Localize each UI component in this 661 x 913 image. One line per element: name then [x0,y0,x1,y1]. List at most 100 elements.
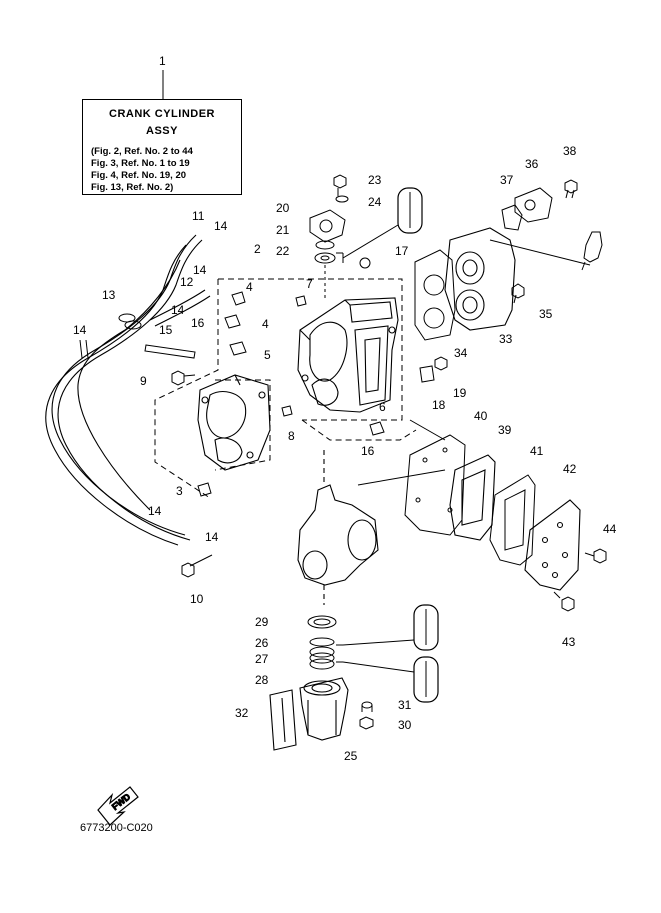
part-number: 22 [276,244,290,258]
part-number: 34 [454,346,468,360]
cylinder-assembly-boundary [154,278,417,499]
part-number: 16 [191,316,205,330]
part-number: 10 [190,592,204,606]
washer-21 [315,240,335,250]
bracket-18 [419,365,435,383]
fitting-3 [197,482,212,497]
fitting-6 [369,421,385,436]
part-number: 19 [453,386,467,400]
bolt-38 [564,179,578,199]
part-number: 42 [563,462,577,476]
part-number: 37 [500,173,514,187]
part-number: 40 [474,409,488,423]
fwd-arrow-icon: FWD [97,786,139,826]
bolt-9 [171,370,196,386]
cover-32 [269,689,297,751]
figure-reference: Fig. 4, Ref. No. 19, 20 [91,170,187,181]
anode-cover-20 [309,209,346,243]
tube-14-left [79,339,89,359]
sealant-callout-top [336,187,423,263]
pin-7 [295,295,307,307]
part-number: 13 [102,288,116,302]
part-number: 18 [432,398,446,412]
assembly-subtitle: ASSY [146,125,178,137]
part-number: 16 [361,444,375,458]
thermostat-37 [501,204,523,231]
part-number: 1 [159,54,166,68]
leader-line [357,469,446,486]
nut-30 [359,716,374,730]
figure-reference: Fig. 3, Ref. No. 1 to 19 [91,158,190,169]
spark-plug-45 [581,231,603,271]
part-number: 31 [398,698,412,712]
part-number: 14 [73,323,87,337]
grommet-22 [314,252,336,264]
part-number: 32 [235,706,249,720]
bolt-23 [333,174,347,196]
part-number: 39 [498,423,512,437]
part-number: 41 [530,444,544,458]
part-number: 23 [368,173,382,187]
part-number: 2 [254,242,261,256]
exhaust-gasket-40 [404,434,466,536]
figure-reference: Fig. 13, Ref. No. 2) [91,182,174,193]
part-number: 26 [255,636,269,650]
part-number: 29 [255,615,269,629]
sealant-callout-bottom [336,656,439,703]
part-number: 8 [288,429,295,443]
part-number: 36 [525,157,539,171]
thermostat-cover-36 [514,187,553,223]
part-number: 14 [205,530,219,544]
bolt-44 [584,548,607,564]
part-number: 30 [398,718,412,732]
bolt-43 [553,591,575,612]
hose-bundle [45,234,211,546]
plug-17 [359,257,371,269]
fitting-4-lower [224,314,241,329]
clamp-13 [118,313,142,330]
part-number: 24 [368,195,382,209]
part-number: 9 [140,374,147,388]
part-number: 27 [255,652,269,666]
washer-24 [335,195,349,203]
part-number: 7 [306,277,313,291]
part-number: 14 [214,219,228,233]
part-number: 14 [148,504,162,518]
part-number: 35 [539,307,553,321]
part-number: 12 [180,275,194,289]
part-number: 25 [344,749,358,763]
part-number: 28 [255,673,269,687]
part-number: 11 [192,209,205,223]
part-number: 21 [276,223,290,237]
part-number: 43 [562,635,576,649]
part-number: 5 [264,348,271,362]
part-number: 38 [563,144,577,158]
bolt-10 [181,554,213,578]
figure-reference: (Fig. 2, Ref. No. 2 to 44 [91,146,193,157]
assembly-title-box: CRANK CYLINDER ASSY (Fig. 2, Ref. No. 2 … [82,99,242,195]
part-number: 14 [193,263,207,277]
leader-line [489,239,591,266]
exhaust-cover-39 [449,454,496,541]
part-number: 33 [499,332,513,346]
bolt-19 [434,356,448,371]
part-number: 17 [395,244,409,258]
head-gasket-34 [414,249,456,341]
cylinder-block [297,297,399,413]
part-number: 15 [159,323,173,337]
leader-line [409,419,446,441]
fwd-label: FWD [110,791,133,812]
bearing-housing-25 [299,677,349,741]
sealant-callout-mid [336,604,439,651]
bolt-31 [361,701,373,712]
lower-housing [297,450,379,605]
part-number-labels: 1 2 3 4 4 5 6 7 8 9 10 11 12 13 14 14 14… [73,54,617,763]
part-number: 3 [176,484,183,498]
part-number: 20 [276,201,290,215]
seal-stack [307,615,337,670]
assembly-title: CRANK CYLINDER [109,108,215,120]
drawing-code: 6773200-C020 [80,822,153,834]
part-number: 14 [171,303,185,317]
fitting-4-upper [231,291,246,306]
